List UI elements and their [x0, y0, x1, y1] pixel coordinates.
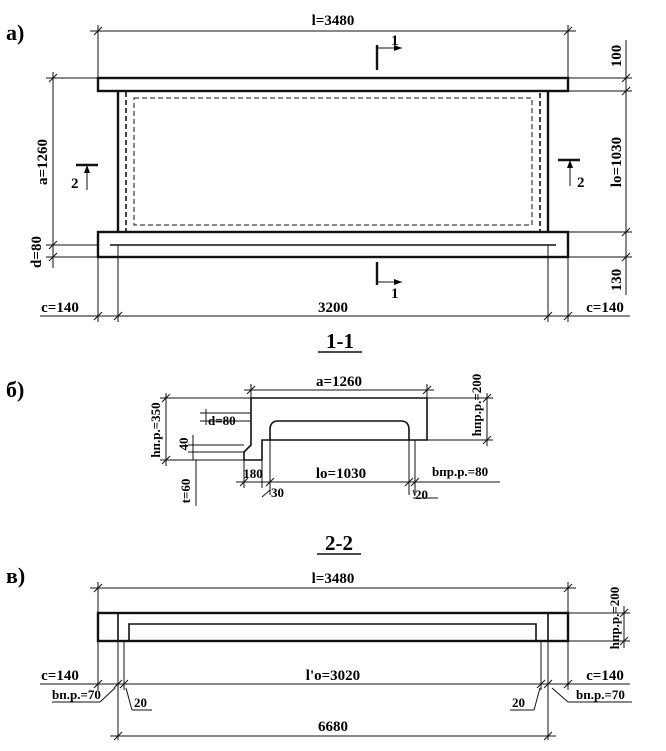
- dim-a-d-left: a=1260 d=80: [29, 72, 98, 268]
- section-1-1-title: 1-1: [326, 329, 354, 353]
- dim-2-2-total-label: 6680: [318, 719, 348, 735]
- section-mark-1-bottom: 1: [375, 262, 402, 302]
- dim-1-1-bpr-label: bпр.р.=80: [432, 464, 488, 479]
- dim-d-label: d=80: [29, 236, 45, 268]
- part-label-a: а): [6, 20, 24, 45]
- dim-l-label: l=3480: [312, 13, 355, 29]
- dim-1-1-bottom: 180 30 lo=1030 20 bпр.р.=80: [236, 440, 500, 502]
- section-mark-2-left: 2: [71, 163, 98, 192]
- dim-bottom-row: c=140 3200 c=140: [40, 245, 630, 322]
- dim-1-1-a-label: a=1260: [316, 374, 362, 390]
- part-label-v: в): [6, 563, 25, 588]
- dim-right-stack: 100 lo=1030 130: [568, 40, 632, 295]
- dim-2-2-b-right-label: bп.р.=70: [576, 687, 625, 702]
- section-2-2-heading: 2-2: [317, 531, 361, 555]
- hidden-edge-outer: [125, 90, 541, 233]
- dim-2-2-20-left-label: 20: [134, 695, 147, 710]
- dim-100-label: 100: [609, 45, 625, 68]
- dim-2-2-l-label: l=3480: [312, 571, 355, 587]
- section-mark-2-right: 2: [558, 158, 585, 191]
- plan-view: а) l=3480 1: [6, 13, 632, 322]
- dim-1-1-hpr: hпр.р.=200: [427, 374, 493, 446]
- dim-2-2-b-left-label: bп.р.=70: [52, 687, 101, 702]
- dim-3200-label: 3200: [318, 300, 348, 316]
- section-mark-1-bottom-label: 1: [391, 286, 399, 302]
- dim-2-2-c-right-label: c=140: [586, 668, 624, 684]
- section-mark-2-left-label: 2: [71, 176, 79, 192]
- dim-1-1-t-label: t=60: [178, 479, 193, 504]
- dim-1-1-t: t=60: [178, 460, 197, 506]
- hidden-edge-inner: [133, 97, 533, 226]
- dim-1-1-d-label: d=80: [208, 413, 236, 428]
- section-mark-1-top: 1: [375, 33, 402, 70]
- dim-1-1-a: a=1260: [244, 374, 434, 398]
- part-label-b: б): [6, 377, 24, 402]
- dim-130-label: 130: [609, 269, 625, 292]
- dim-1-1-180-label: 180: [243, 466, 263, 481]
- dim-1-1-40: 40: [176, 435, 244, 460]
- section-1-1-view: б) a=1260 hпр.р.=200: [6, 374, 500, 506]
- dim-c-left-label: c=140: [41, 300, 79, 316]
- dim-1-1-hpl: hп.р.=350: [148, 393, 251, 466]
- section-mark-2-right-label: 2: [577, 175, 585, 191]
- dim-2-2-20-right-label: 20: [512, 695, 525, 710]
- dim-a-label: a=1260: [35, 139, 51, 185]
- dim-1-1-lo-label: lo=1030: [316, 466, 366, 482]
- dim-l: l=3480: [90, 13, 576, 78]
- dim-2-2-l: l=3480: [90, 571, 576, 613]
- dim-2-2-c-left-label: c=140: [41, 668, 79, 684]
- dim-1-1-20-label: 20: [415, 487, 428, 502]
- section-1-1-heading: 1-1: [318, 329, 362, 353]
- dim-1-1-hpr-label: hпр.р.=200: [469, 374, 484, 437]
- dim-1-1-30-label: 30: [271, 485, 284, 500]
- dim-2-2-leaders: bп.р.=70 20 20 bп.р.=70: [52, 687, 632, 711]
- dim-2-2-total: 6680: [110, 719, 556, 741]
- section-1-1-profile: [243, 397, 428, 461]
- dim-2-2-bottom: c=140 l'o=3020 c=140: [40, 641, 630, 740]
- dim-lo-label: lo=1030: [609, 137, 625, 187]
- dim-c-right-label: c=140: [586, 300, 624, 316]
- section-2-2-outline: [96, 611, 570, 643]
- dim-2-2-hpr-label: hпр.р.=200: [607, 587, 622, 650]
- dim-2-2-lo-label: l'o=3020: [306, 668, 360, 684]
- section-2-2-view: в) l=3480 hпр.р.=200: [6, 563, 632, 741]
- section-2-2-title: 2-2: [325, 531, 353, 555]
- dim-1-1-40-label: 40: [176, 438, 191, 451]
- dim-1-1-d: d=80: [200, 409, 251, 428]
- dim-1-1-hpl-label: hп.р.=350: [148, 402, 163, 457]
- dim-2-2-hpr: hпр.р.=200: [568, 587, 630, 650]
- top-flange: [96, 76, 570, 93]
- section-mark-1-top-label: 1: [391, 33, 399, 49]
- section-2-2-slab: [117, 612, 549, 642]
